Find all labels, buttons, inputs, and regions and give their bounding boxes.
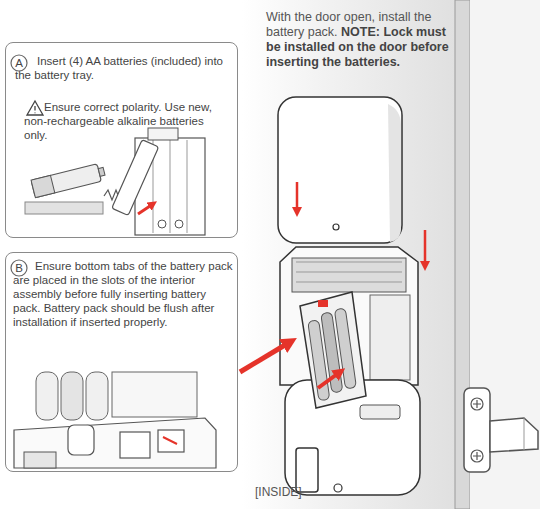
lock-top-frame [292,258,406,292]
red-arrow [296,182,299,212]
tray-clip [148,128,178,140]
battery [61,372,83,420]
screw-slot [473,452,481,460]
red-arrow [424,230,427,266]
thumb-turn [24,452,56,468]
background-panel [242,0,455,509]
screw-slot [473,400,481,408]
circle-outline [11,260,27,276]
screw [471,450,483,462]
slot [68,425,94,455]
battery [31,164,101,198]
batteries [307,308,358,401]
battery [36,372,58,420]
instruction-text: Ensure bottom tabs of the battery pack a… [13,259,235,329]
instruction-box: Ensure bottom tabs of the battery pack a… [5,252,238,472]
battery-cover [278,97,402,243]
tray-dividers [153,140,187,233]
tray-tab [318,300,328,307]
battery-band [31,175,55,197]
cover-dot [333,224,339,230]
instruction-box: Insert (4) AA batteries (included) into … [5,42,238,238]
latch-edge [524,418,525,450]
circuit-housing [370,295,410,380]
circle-outline [11,55,27,71]
spring-contact [175,220,183,228]
view-label: [INSIDE] [255,485,302,499]
battery [334,308,356,389]
slot-mark [163,437,177,444]
red-arrow [138,204,153,214]
battery-tray [300,292,366,408]
step-letter: B [10,259,28,277]
keyhole [334,484,342,492]
slot [158,430,184,452]
spring-contact [158,220,166,228]
warning-mark [34,106,35,113]
tray-wall [112,372,197,417]
step-letter-text: B [10,259,28,277]
red-arrow [240,342,290,372]
base-detail [360,405,400,419]
interior-assembly [14,418,216,468]
loose-battery [31,163,106,198]
strike-plate [464,388,490,472]
red-arrow [318,372,340,388]
battery [112,140,159,216]
cover-shade [388,104,401,242]
warning-text: Ensure correct polarity. Use new, non-re… [24,100,212,142]
inset [12,369,218,469]
step-letter-text: A [10,54,28,72]
battery [25,202,103,214]
battery [86,372,108,420]
instruction-text: Insert (4) AA batteries (included) into … [15,54,230,82]
inserting-battery [112,140,159,216]
note-paragraph: With the door open, install the battery … [266,10,456,70]
warning-triangle [27,101,43,115]
slot [120,432,150,458]
latch-bolt [490,418,538,452]
screw [471,398,483,410]
battery-terminal [98,167,105,176]
vent-lines [296,262,402,282]
step-letter: A [10,54,28,72]
